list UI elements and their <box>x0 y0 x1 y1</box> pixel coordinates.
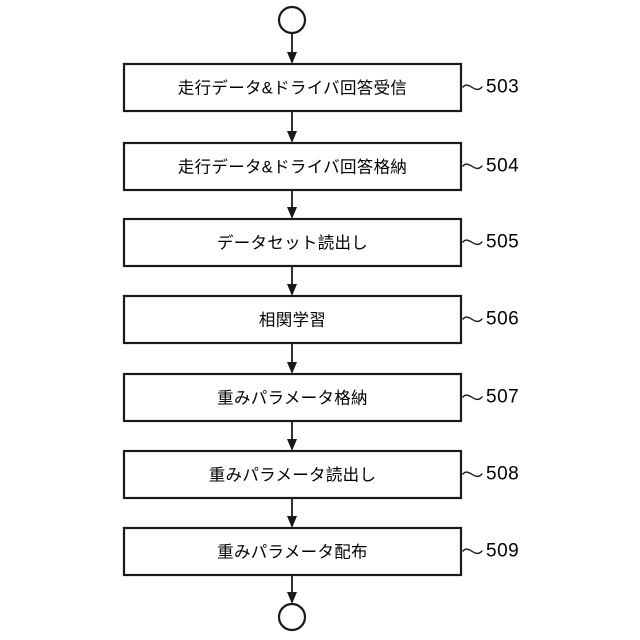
process-box-504: 走行データ&ドライバ回答格納 <box>122 141 463 192</box>
start-node <box>277 5 307 35</box>
connector-step-6-to-step-7 <box>287 498 297 528</box>
connector-start-to-step-1 <box>287 33 297 64</box>
process-box-503: 走行データ&ドライバ回答受信 <box>122 62 463 113</box>
process-label-509: 重みパラメータ配布 <box>217 543 368 562</box>
reference-number-506: 506 <box>486 309 519 330</box>
process-label-503: 走行データ&ドライバ回答受信 <box>178 78 407 98</box>
reference-callout-506: 506 <box>462 309 519 330</box>
process-box-505: データセット読出し <box>122 217 463 268</box>
reference-number-503: 503 <box>486 77 519 98</box>
reference-callout-505: 505 <box>462 232 519 253</box>
process-box-508: 重みパラメータ読出し <box>122 449 463 500</box>
end-node <box>277 602 307 632</box>
process-box-506: 相関学習 <box>122 294 463 345</box>
connector-step-3-to-step-4 <box>287 266 297 296</box>
process-box-509: 重みパラメータ配布 <box>122 526 463 577</box>
connector-step-1-to-step-2 <box>287 111 297 143</box>
process-label-508: 重みパラメータ読出し <box>209 466 377 485</box>
process-label-505: データセット読出し <box>217 233 368 253</box>
reference-callout-509: 509 <box>462 541 519 562</box>
reference-number-507: 507 <box>486 387 519 408</box>
reference-callout-503: 503 <box>462 77 519 98</box>
reference-number-505: 505 <box>486 232 519 253</box>
connector-step-2-to-step-3 <box>287 190 297 219</box>
process-label-506: 相関学習 <box>259 311 326 330</box>
process-label-504: 走行データ&ドライバ回答格納 <box>178 157 407 177</box>
reference-number-504: 504 <box>486 156 519 177</box>
reference-callout-507: 507 <box>462 387 519 408</box>
reference-callout-508: 508 <box>462 464 519 485</box>
connector-step-7-to-end <box>287 575 297 604</box>
connector-step-5-to-step-6 <box>287 421 297 451</box>
connector-step-4-to-step-5 <box>287 343 297 374</box>
reference-number-508: 508 <box>486 464 519 485</box>
process-box-507: 重みパラメータ格納 <box>122 372 463 423</box>
process-label-507: 重みパラメータ格納 <box>217 389 368 408</box>
reference-number-509: 509 <box>486 541 519 562</box>
reference-callout-504: 504 <box>462 156 519 177</box>
